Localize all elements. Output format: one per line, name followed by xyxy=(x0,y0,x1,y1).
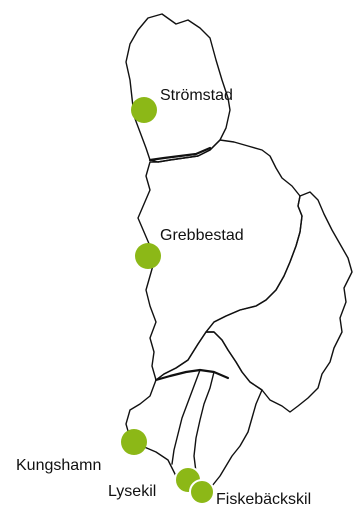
fjord-line xyxy=(193,371,215,473)
marker-fiskebackskil[interactable] xyxy=(189,479,215,505)
region-outline-east xyxy=(205,191,353,413)
region-outline-mid xyxy=(137,139,303,381)
coastline-detail xyxy=(154,368,230,382)
location-label-stromstad: Strömstad xyxy=(160,87,233,104)
fjord-line xyxy=(171,369,201,465)
location-label-fiskebackskil: Fiskebäckskil xyxy=(216,491,312,508)
location-markers xyxy=(121,97,215,505)
location-label-lysekil: Lysekil xyxy=(108,483,157,500)
marker-grebbestad[interactable] xyxy=(135,243,161,269)
coastline-detail xyxy=(148,146,212,162)
location-label-grebbestad: Grebbestad xyxy=(160,227,244,244)
location-label-kungshamn: Kungshamn xyxy=(16,457,102,474)
marker-kungshamn[interactable] xyxy=(121,429,147,455)
marker-stromstad[interactable] xyxy=(131,97,157,123)
